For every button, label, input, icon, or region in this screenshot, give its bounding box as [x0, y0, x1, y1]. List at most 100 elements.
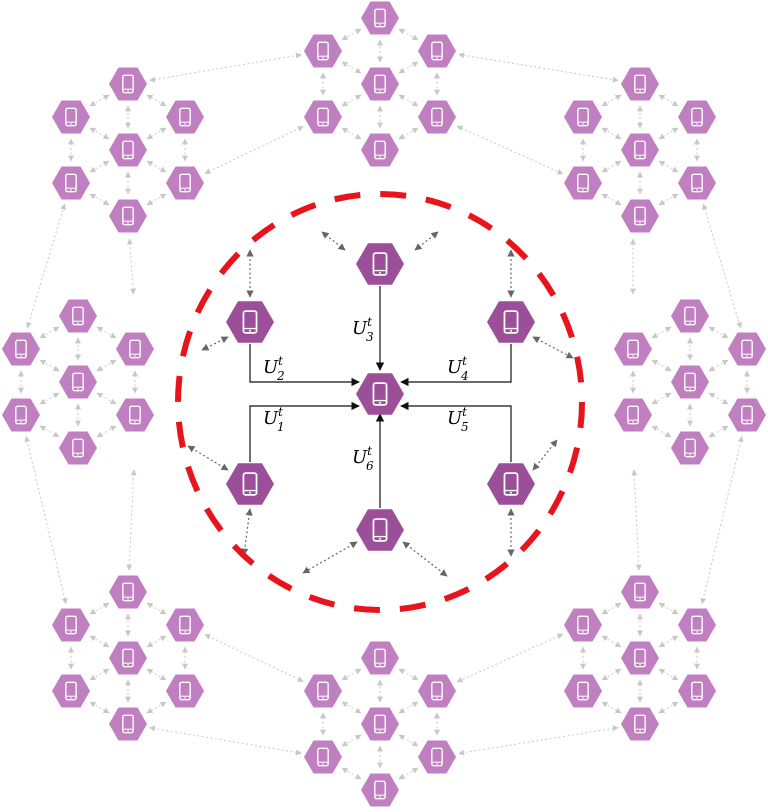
- node-u6: [356, 509, 404, 551]
- neighbor-link: [241, 508, 253, 556]
- outer-device-node: [671, 431, 709, 465]
- outer-device-node: [304, 100, 342, 134]
- node-center: [356, 373, 404, 415]
- outer-links: [18, 28, 750, 780]
- cluster-link: [398, 127, 419, 140]
- cluster-link: [658, 127, 679, 140]
- outer-device-node: [109, 575, 147, 609]
- outer-device-node: [614, 398, 652, 432]
- inter-cluster-link: [149, 725, 302, 756]
- cluster-link: [398, 94, 419, 107]
- inter-cluster-link: [456, 125, 564, 175]
- cluster-link: [89, 160, 110, 173]
- neighbor-link: [321, 231, 346, 251]
- cluster-link: [96, 425, 117, 438]
- phone-icon: [431, 107, 443, 127]
- phone-icon: [634, 582, 646, 602]
- arrow-u2: [249, 344, 360, 387]
- outer-device-node: [621, 707, 659, 741]
- inter-cluster-link: [458, 52, 619, 83]
- cluster-link: [708, 392, 729, 405]
- outer-device-node: [304, 34, 342, 68]
- outer-device-node: [564, 608, 602, 642]
- phone-icon: [242, 310, 258, 334]
- inter-cluster-link: [631, 469, 642, 571]
- phone-icon: [741, 339, 753, 359]
- cluster-link: [146, 701, 167, 714]
- cluster-link: [398, 701, 419, 714]
- cluster-link: [39, 392, 60, 405]
- phone-icon: [684, 438, 696, 458]
- cluster-link: [398, 28, 419, 41]
- outer-device-node: [109, 641, 147, 675]
- cluster-link: [658, 668, 679, 681]
- phone-icon: [691, 615, 703, 635]
- cluster-link: [39, 326, 60, 339]
- cluster-link: [341, 668, 362, 681]
- phone-icon: [65, 173, 77, 193]
- phone-icon: [431, 681, 443, 701]
- outer-device-node: [52, 166, 90, 200]
- phone-icon: [72, 438, 84, 458]
- outer-device-node: [678, 166, 716, 200]
- cluster-link: [146, 668, 167, 681]
- phone-icon: [374, 648, 386, 668]
- cluster-link: [658, 193, 679, 206]
- outer-device-node: [166, 100, 204, 134]
- phone-icon: [374, 780, 386, 800]
- cluster-link: [658, 94, 679, 107]
- phone-icon: [372, 382, 388, 406]
- outer-device-node: [621, 199, 659, 233]
- phone-icon: [129, 405, 141, 425]
- inter-cluster-link: [204, 634, 304, 682]
- outer-device-node: [361, 641, 399, 675]
- phone-icon: [691, 681, 703, 701]
- inter-cluster-link: [126, 469, 137, 571]
- cluster-link: [146, 160, 167, 173]
- cluster-link: [89, 602, 110, 615]
- phone-icon: [65, 681, 77, 701]
- phone-icon: [122, 74, 134, 94]
- outer-device-node: [59, 299, 97, 333]
- cluster-link: [89, 94, 110, 107]
- node-u5: [487, 463, 535, 505]
- cluster-link: [601, 635, 622, 648]
- phone-icon: [122, 714, 134, 734]
- cluster-link: [89, 127, 110, 140]
- phone-icon: [634, 206, 646, 226]
- cluster-link: [708, 326, 729, 339]
- cluster-link: [658, 701, 679, 714]
- cluster-link: [146, 193, 167, 206]
- phone-icon: [577, 107, 589, 127]
- outer-device-node: [109, 67, 147, 101]
- phone-icon: [577, 681, 589, 701]
- cluster-link: [146, 602, 167, 615]
- cluster-link: [658, 602, 679, 615]
- neighbor-link: [532, 439, 558, 471]
- phone-icon: [684, 372, 696, 392]
- outer-device-node: [52, 674, 90, 708]
- outer-device-node: [728, 332, 766, 366]
- phone-icon: [627, 405, 639, 425]
- outer-device-node: [418, 740, 456, 774]
- outer-device-node: [678, 674, 716, 708]
- phone-icon: [65, 107, 77, 127]
- neighbor-link: [187, 445, 229, 471]
- phone-icon: [634, 74, 646, 94]
- node-u3: [356, 243, 404, 285]
- cluster-link: [146, 127, 167, 140]
- cluster-link: [341, 94, 362, 107]
- cluster-link: [601, 127, 622, 140]
- cluster-link: [601, 668, 622, 681]
- phone-icon: [372, 252, 388, 276]
- phone-icon: [317, 747, 329, 767]
- phone-icon: [317, 41, 329, 61]
- phone-icon: [634, 714, 646, 734]
- cluster-link: [398, 668, 419, 681]
- outer-device-node: [109, 199, 147, 233]
- phone-icon: [242, 472, 258, 496]
